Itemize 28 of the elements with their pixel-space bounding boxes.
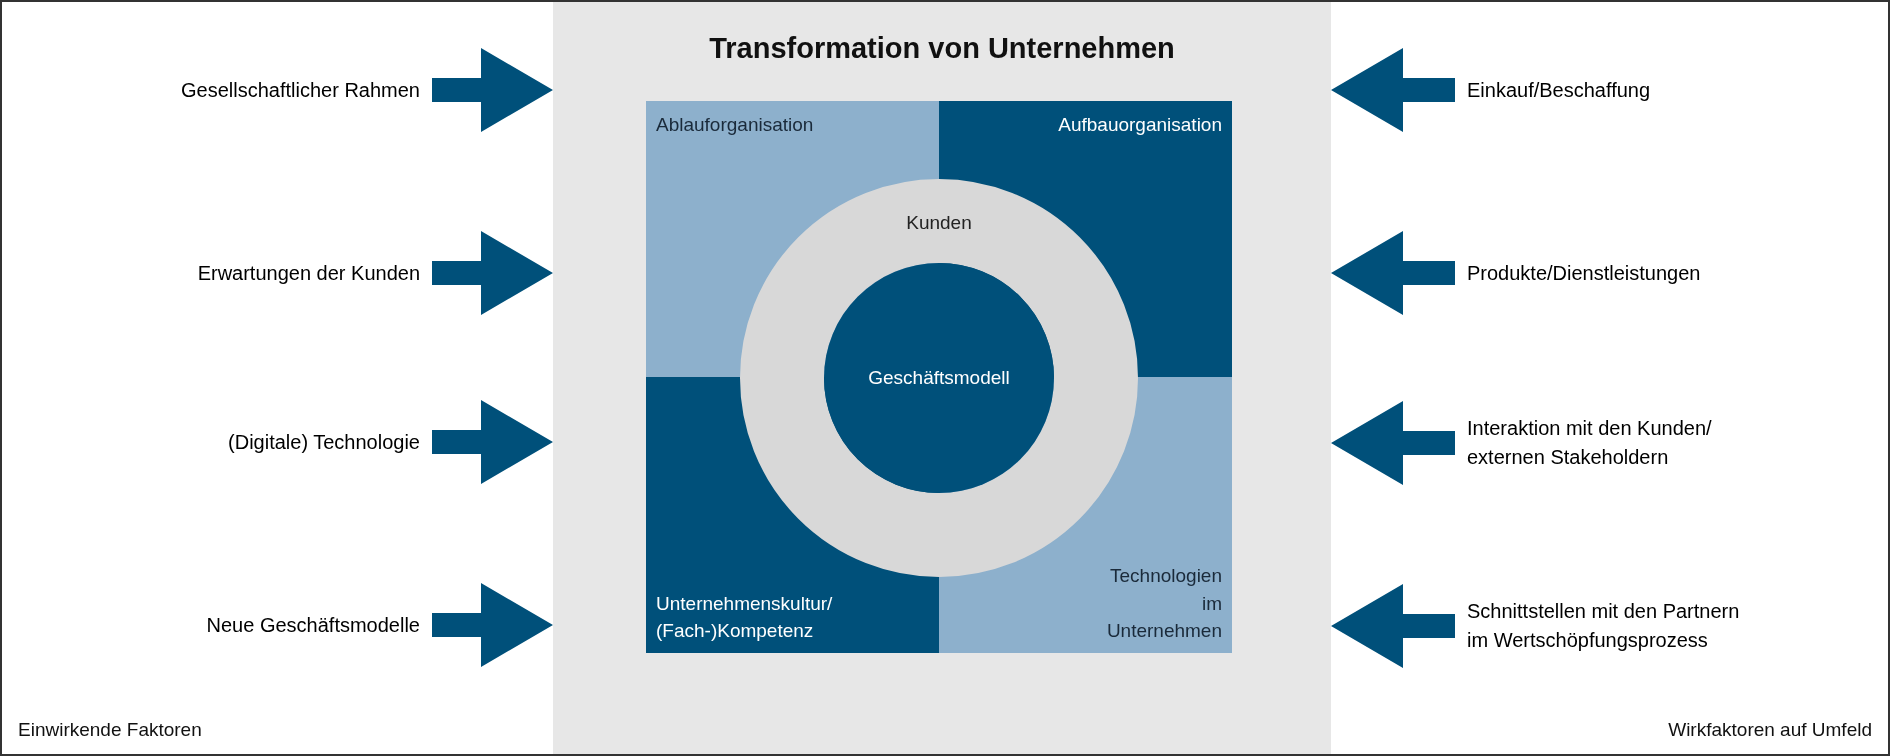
block-arrow [432, 400, 553, 484]
panel-background [1329, 0, 1890, 756]
factor-label: Interaktion mit den Kunden/ externen Stakeholdern [1466, 416, 1713, 470]
panel-heading: Transformation von Unternehmen [708, 31, 1176, 66]
quadrant-label: Ablauforganisation [656, 113, 814, 137]
core-label: Geschäftsmodell [867, 366, 1011, 390]
block-arrow [1331, 401, 1455, 485]
block-arrow [432, 583, 553, 667]
center-panel [553, 0, 1331, 756]
factor-label: Schnittstellen mit den Partnern im Wertschöpfungsprozess [1466, 599, 1741, 653]
factor-label: Erwartungen der Kunden [197, 260, 421, 286]
block-arrow [432, 48, 553, 132]
factor-label: (Digitale) Technologie [228, 429, 421, 455]
ring-label: Kunden [905, 211, 973, 235]
factor-label: Einkauf/Beschaffung [1466, 77, 1651, 103]
factor-label: Neue Geschäftsmodelle [206, 612, 421, 638]
block-arrow [432, 231, 553, 315]
factor-label: Gesellschaftlicher Rahmen [181, 77, 421, 103]
panel-background [0, 0, 555, 756]
block-arrow [1331, 48, 1455, 132]
factor-label: Produkte/Dienstleistungen [1466, 260, 1701, 286]
quadrant-label: Aufbauorganisation [1058, 113, 1222, 137]
panel-heading: Wirkfaktoren auf Umfeld [1668, 718, 1872, 742]
quadrant-label: Technologien im Unternehmen [1105, 564, 1222, 644]
panel-heading: Einwirkende Faktoren [18, 718, 202, 742]
block-arrow [1331, 584, 1455, 668]
block-arrow [1331, 231, 1455, 315]
quadrant-label: Unternehmenskultur/ (Fach-)Kompetenz [656, 591, 834, 644]
